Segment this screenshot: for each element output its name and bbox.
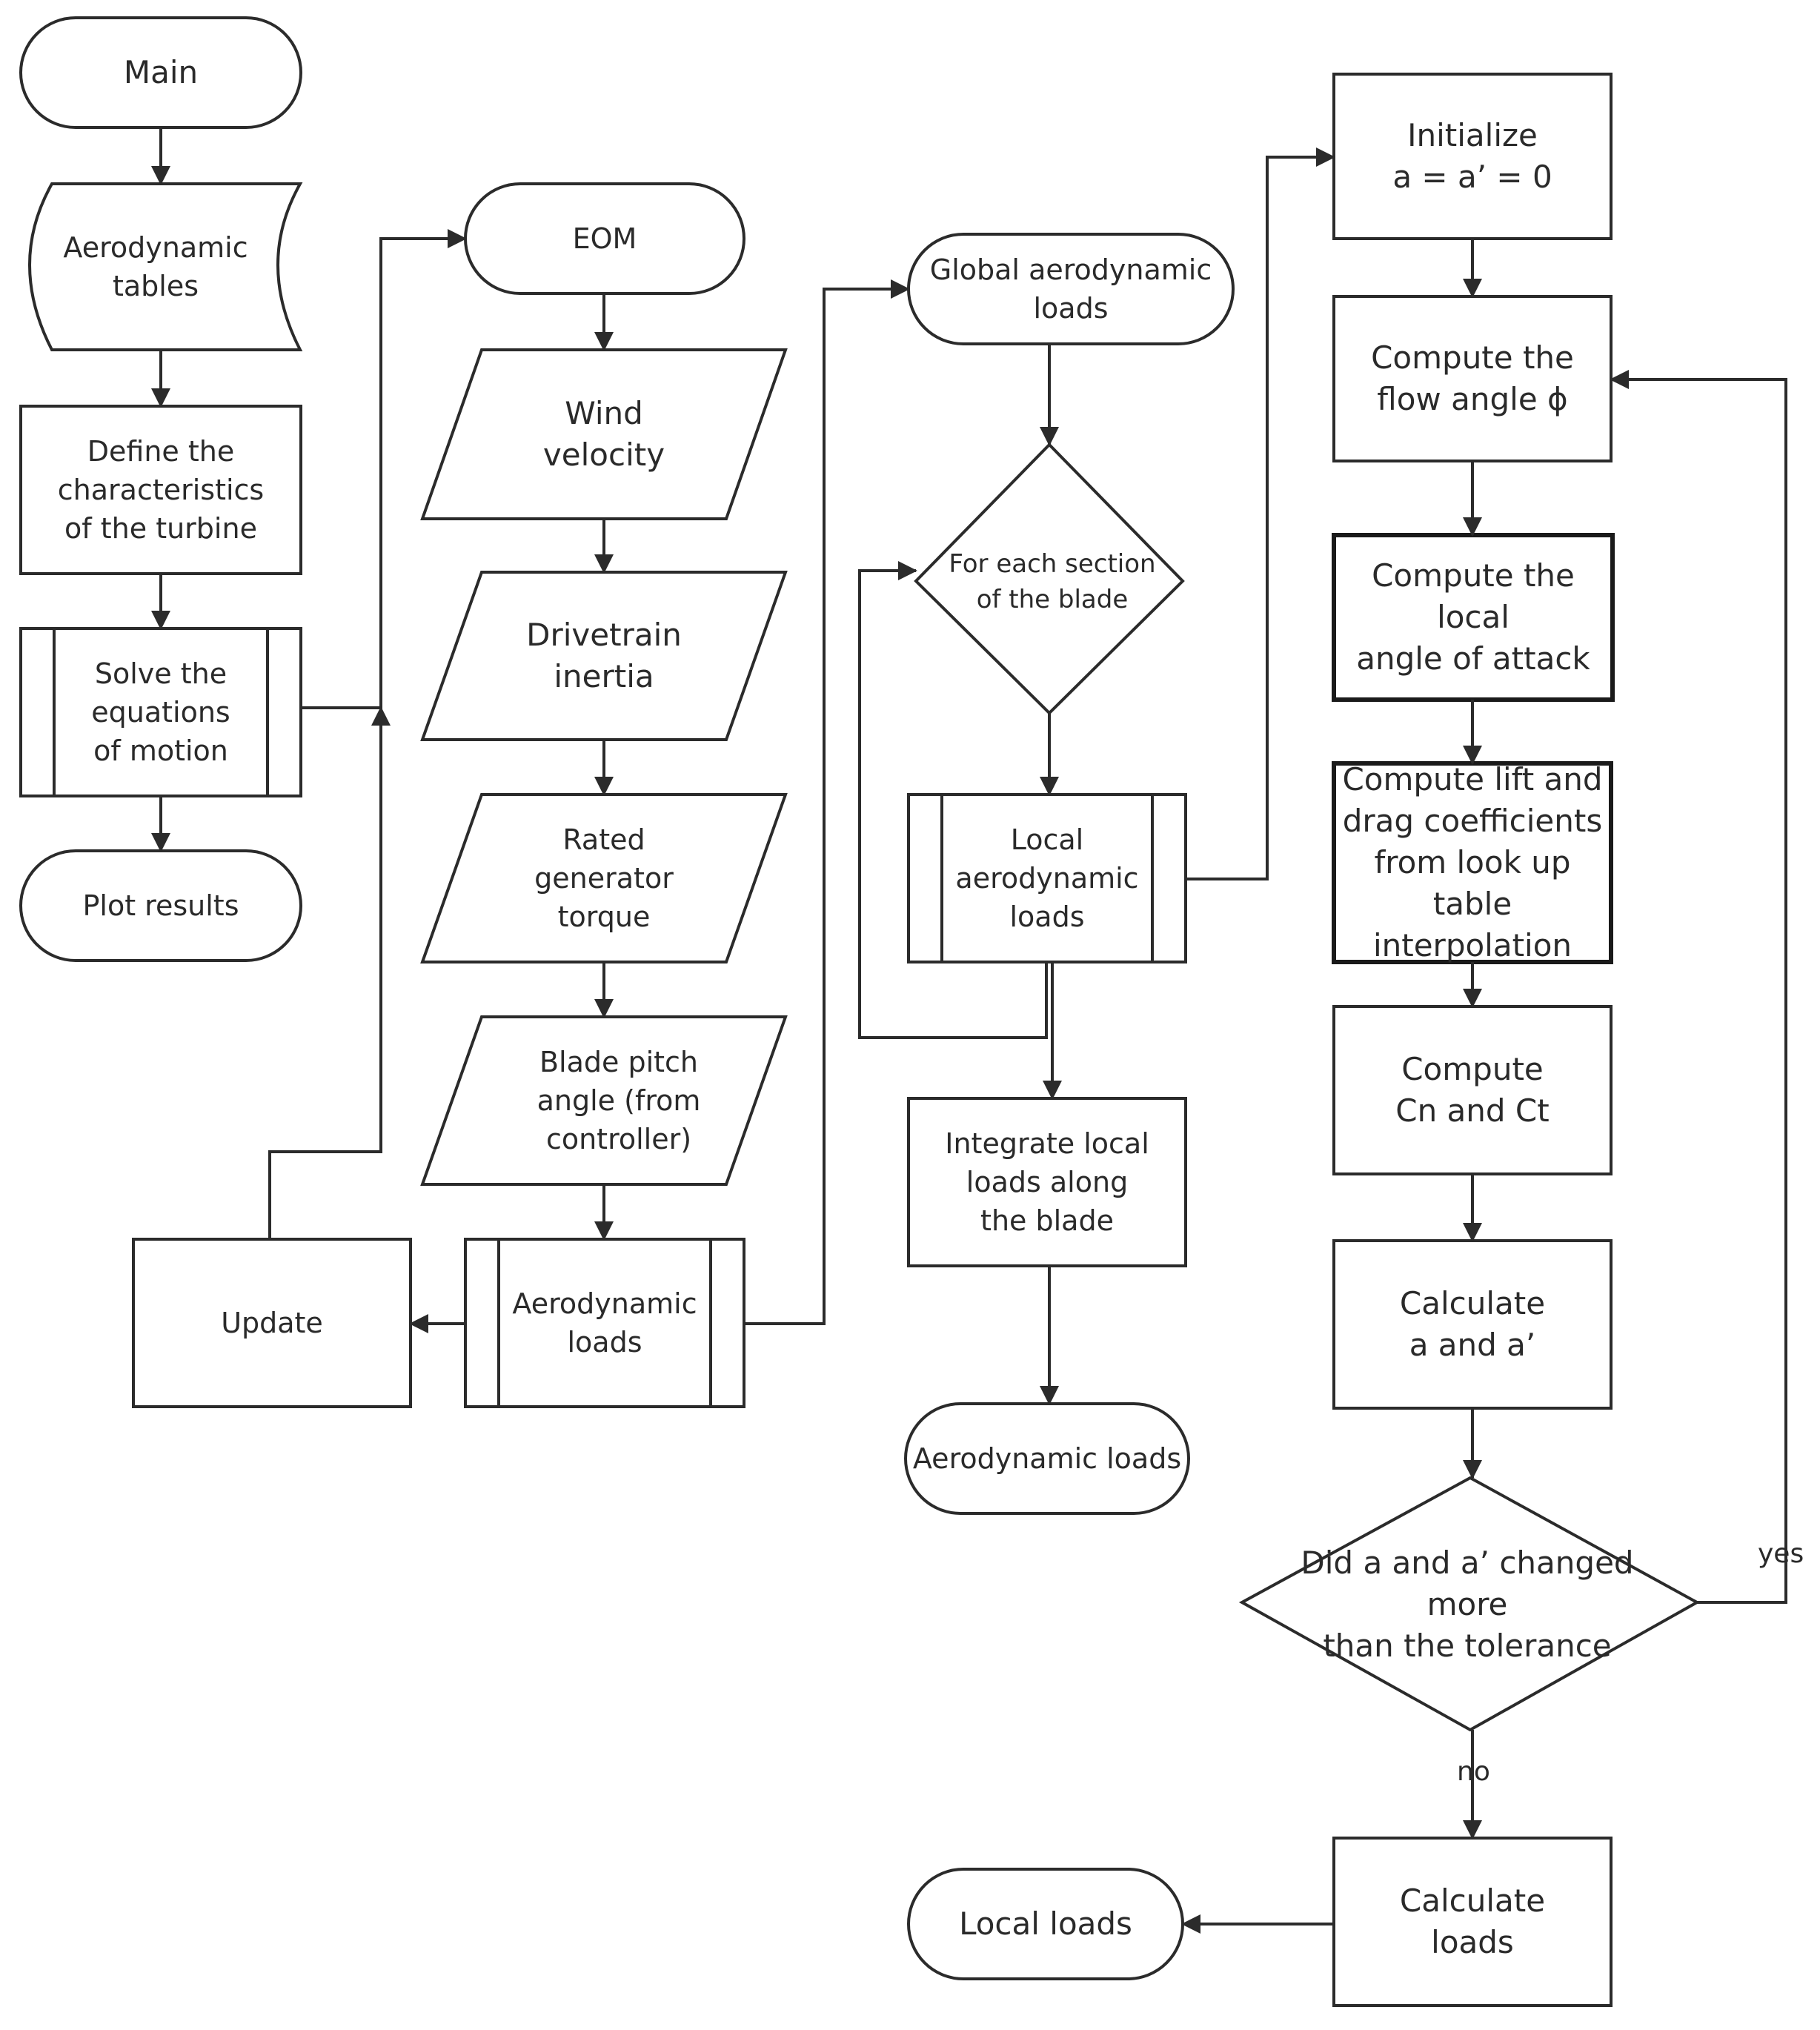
yes-edge-label: yes [1758,1539,1804,1569]
aero-loads-subprocess [464,1238,745,1408]
initialize-process [1332,73,1613,240]
aero-tables-data-shape [28,182,303,351]
calc-a-process [1332,1239,1613,1410]
edge-update-to-solve [268,706,391,1239]
edge-local-loop-back [858,561,1048,1039]
angle-attack-process [1332,533,1615,702]
edge-aero-to-global [744,279,910,1325]
edge-solve-to-eom [301,229,467,709]
edge-local-to-initialize [1186,147,1335,880]
flow-angle-process [1332,295,1613,462]
no-edge-label: no [1457,1757,1490,1787]
solve-eom-subprocess [19,627,302,797]
wind-velocity-io [420,348,788,520]
drivetrain-inertia-io [420,571,788,741]
for-each-section-decision [914,442,1185,715]
main-terminator [19,16,302,129]
edge-tolerance-yes [1610,370,1787,1604]
plot-results-terminator [19,849,302,962]
update-process [132,1238,412,1408]
aero-loads-end-terminator [904,1402,1190,1515]
lift-drag-process [1332,761,1613,964]
local-loads-terminator [907,1868,1184,1980]
tolerance-decision [1238,1476,1701,1732]
local-aero-subprocess [907,793,1187,963]
integrate-process [907,1097,1187,1267]
global-aero-terminator [907,233,1235,345]
eom-terminator [464,182,745,295]
define-turbine-process [19,405,302,575]
calc-loads-process [1332,1837,1613,2007]
rated-torque-io [420,793,788,963]
blade-pitch-io [420,1015,788,1186]
cn-ct-process [1332,1005,1613,1175]
